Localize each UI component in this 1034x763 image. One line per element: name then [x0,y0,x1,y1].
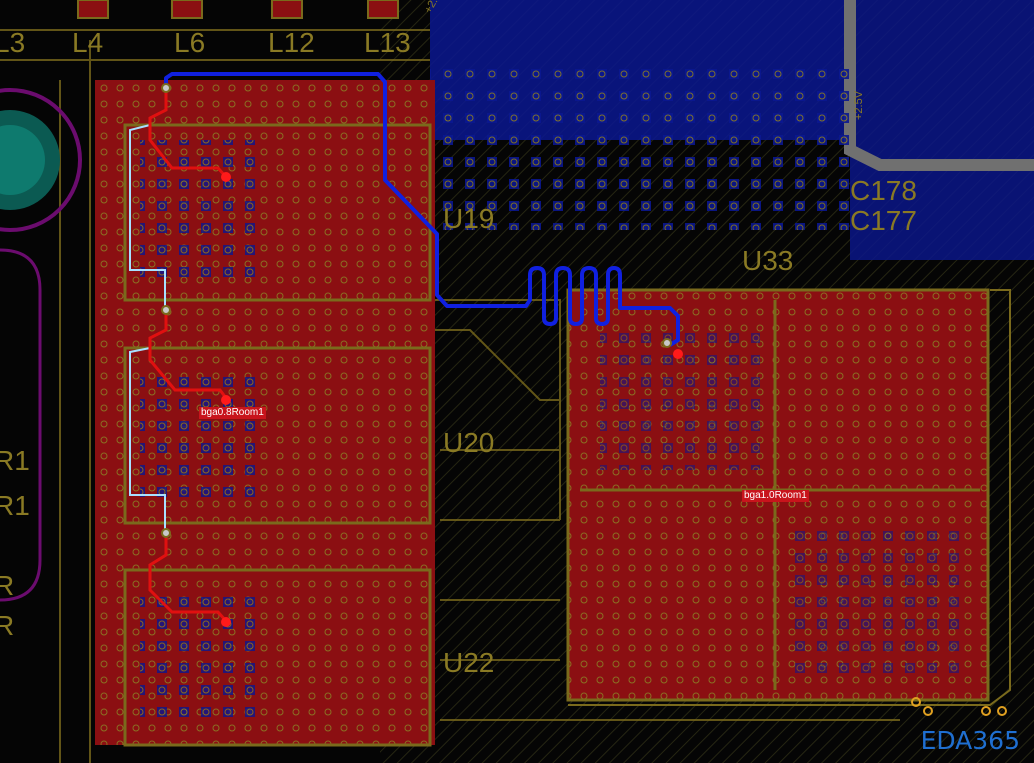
refdes-L4: L4 [72,27,103,58]
refdes-C178: C178 [850,175,917,206]
refdes-L6: L6 [174,27,205,58]
refdes-C177: C177 [850,205,917,236]
refdes-U20: U20 [443,427,494,458]
refdes-R-c: R [0,570,14,601]
room-label-bga10[interactable]: bga1.0Room1 [742,490,809,502]
refdes-R1-a: R1 [0,445,30,476]
pad-endpoints [221,172,683,627]
refdes-U33: U33 [742,245,793,276]
trace-red-2[interactable] [148,310,228,399]
refdes-L12: L12 [268,27,315,58]
refdes-U19: U19 [443,203,494,234]
refdes-L3: L3 [0,27,25,58]
via-markers [161,83,672,538]
trace-blue-meander[interactable] [164,72,680,347]
trace-red-3[interactable] [148,533,228,622]
room-label-bga08[interactable]: bga0.8Room1 [199,407,266,419]
refdes-R1-b: R1 [0,490,30,521]
refdes-R-d: R [0,610,14,641]
mounting-hole [0,88,82,232]
net-label-2v5-b: +2.5V [853,90,865,120]
trace-red-1[interactable] [148,88,228,178]
watermark-logo: EDA365 [920,726,1020,755]
refdes-L13: L13 [364,27,411,58]
refdes-U22: U22 [443,647,494,678]
trace-light-blue[interactable] [129,124,166,533]
gold-pads [911,697,1007,716]
